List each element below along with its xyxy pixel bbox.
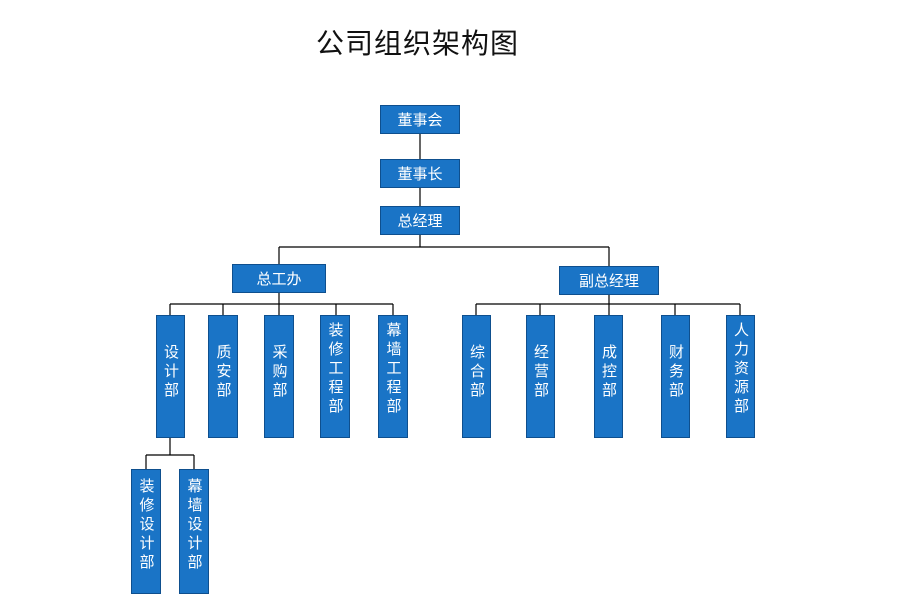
operations-dept-node: 经营部 (526, 315, 555, 438)
general-affairs-dept-node: 综合部 (462, 315, 491, 438)
cost-control-dept-node: 成控部 (594, 315, 623, 438)
general-manager-node: 总经理 (380, 206, 460, 235)
curtain-wall-design-node: 幕墙设计部 (179, 469, 209, 594)
chairman-node: 董事长 (380, 159, 460, 188)
page-title: 公司组织架构图 (316, 27, 520, 60)
curtain-wall-engineering-node: 幕墙工程部 (378, 315, 408, 438)
finance-dept-node: 财务部 (661, 315, 690, 438)
quality-dept-node: 质安部 (208, 315, 238, 438)
purchasing-dept-node: 采购部 (264, 315, 294, 438)
deputy-gm-node: 副总经理 (559, 266, 659, 295)
design-dept-node: 设计部 (156, 315, 185, 438)
gm-office-node: 总工办 (232, 264, 326, 293)
decoration-engineering-node: 装修工程部 (320, 315, 350, 438)
decoration-design-node: 装修设计部 (131, 469, 161, 594)
board-node: 董事会 (380, 105, 460, 134)
hr-dept-node: 人力资源部 (726, 315, 755, 438)
